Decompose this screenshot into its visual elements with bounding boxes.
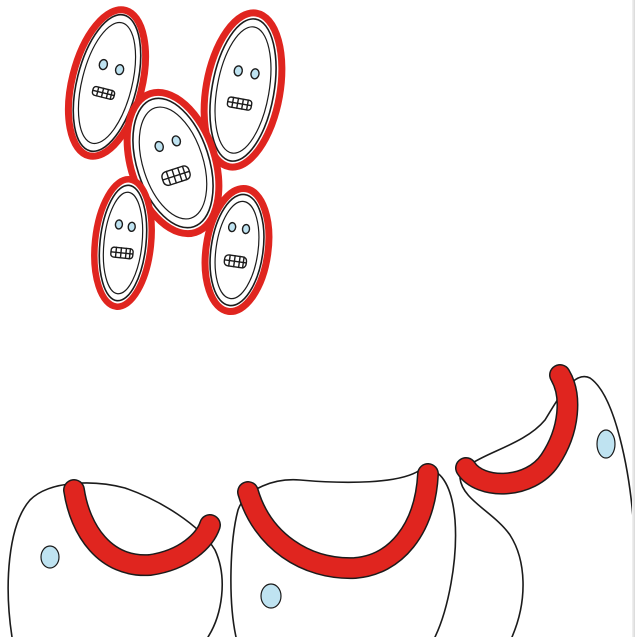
creature-body xyxy=(230,468,457,637)
ghost-faces-cluster xyxy=(64,6,286,316)
teeth-mouth xyxy=(226,96,253,111)
blue-eye xyxy=(40,545,60,569)
teeth-mouth xyxy=(110,246,134,260)
paper-edge xyxy=(632,0,635,637)
ghost-face-4 xyxy=(91,176,155,310)
ghost-face-2 xyxy=(200,9,286,171)
creature-middle xyxy=(230,463,457,637)
eye-left xyxy=(114,219,124,230)
eye-right xyxy=(241,223,251,235)
eye-left xyxy=(154,140,165,153)
eye-right xyxy=(114,64,125,76)
eye-left xyxy=(227,221,237,233)
eye-right xyxy=(250,68,260,80)
eye-right xyxy=(127,221,136,233)
ghost-face-5 xyxy=(201,184,273,316)
white-creatures-with-red-mouths xyxy=(7,364,635,637)
creature-left xyxy=(7,479,223,637)
eye-right xyxy=(171,135,182,147)
teeth-mouth xyxy=(223,254,248,269)
teeth-mouth xyxy=(161,165,191,187)
eye-left xyxy=(98,58,109,71)
blue-eye xyxy=(260,583,282,609)
teeth-mouth xyxy=(91,85,116,101)
eye-left xyxy=(233,65,243,77)
creature-body xyxy=(459,375,635,637)
blue-eye xyxy=(596,429,616,459)
creature-right xyxy=(455,364,635,637)
